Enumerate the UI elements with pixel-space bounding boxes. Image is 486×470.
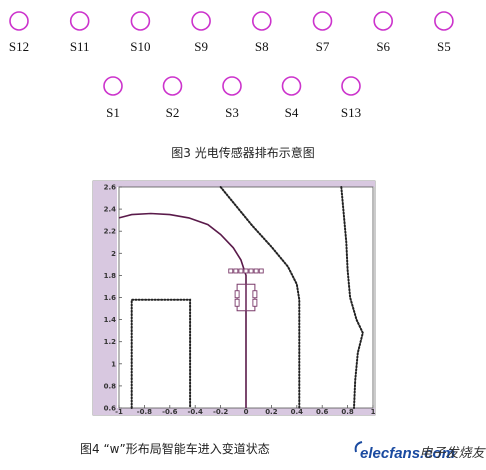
car-marker: [228, 268, 264, 312]
sensor-label: S12: [9, 39, 29, 54]
sensor-label: S6: [376, 39, 390, 54]
car-wheel: [234, 298, 240, 307]
chart-bottom-band: [93, 408, 375, 415]
sensor-marker: [258, 268, 264, 274]
y-axis-ticks: 0.6 0.8 1 1.2 1.4 1.6 1.8 2 2.2 2.4 2.6: [104, 184, 122, 413]
logo-swoosh-icon: [354, 441, 363, 453]
y-tick-label: 0.6: [104, 405, 117, 413]
sensor-label: S7: [316, 39, 330, 54]
chart-series: [118, 186, 364, 409]
sensor-label: S11: [70, 39, 90, 54]
chart-left-band: [93, 181, 117, 415]
x-tick-label: 0.6: [316, 408, 329, 416]
sensor-s9-marker: [191, 11, 211, 31]
trajectory-line: [118, 212, 247, 408]
sensor-s4-marker: [281, 76, 302, 96]
boundary-dotted-line-3: [340, 186, 364, 409]
boundary-dotted-line-1: [130, 298, 192, 409]
sensor-label: S4: [285, 105, 299, 120]
y-tick-label: 2.6: [104, 184, 117, 192]
y-tick-label: 2.4: [104, 206, 117, 214]
watermark-site: elecfans.com: [360, 445, 455, 462]
x-tick-label: 0.2: [265, 408, 278, 416]
sensor-marker: [248, 268, 254, 274]
sensor-s8-marker: [251, 11, 272, 31]
figure3-caption: 图3 光电传感器排布示意图: [171, 145, 314, 160]
sensor-label: S2: [166, 105, 180, 120]
y-tick-label: 2.2: [104, 228, 117, 236]
x-tick-label: 0: [244, 408, 249, 416]
sensor-label: S10: [130, 39, 150, 54]
sensor-s1-marker: [103, 76, 123, 96]
y-tick-label: 1.6: [104, 294, 117, 302]
x-tick-label: 1: [371, 408, 376, 416]
car-wheel: [252, 290, 258, 299]
car-wheel: [252, 298, 258, 307]
x-tick-label: -1: [115, 408, 123, 416]
sensor-label: S5: [437, 39, 451, 54]
x-tick-label: -0.8: [137, 408, 152, 416]
sensor-s7-marker: [312, 11, 333, 31]
sensor-s3-marker: [222, 76, 242, 96]
car-wheel: [234, 290, 240, 299]
sensor-s12-marker: [9, 11, 29, 31]
y-tick-label: 1.8: [104, 272, 117, 280]
watermark-cn: 电子发烧友: [419, 446, 486, 461]
x-tick-label: -0.4: [188, 408, 203, 416]
y-tick-label: 1: [111, 360, 116, 368]
figure4-caption: 图4 “w”形布局智能车进入变道状态: [80, 441, 270, 456]
sensor-s11-marker: [69, 11, 90, 31]
sensor-s5-marker: [434, 11, 454, 31]
y-tick-label: 1.2: [104, 338, 117, 346]
x-tick-label: 0.8: [341, 408, 354, 416]
sensor-marker: [233, 268, 239, 274]
sensor-marker: [238, 268, 244, 274]
y-tick-label: 1.4: [104, 316, 117, 324]
y-tick-label: 0.8: [104, 382, 117, 390]
sensor-s2-marker: [162, 76, 183, 96]
watermark-logo: [354, 441, 363, 453]
sensor-label: S3: [225, 105, 239, 120]
x-tick-label: -0.6: [162, 408, 177, 416]
sensor-marker: [253, 268, 259, 274]
sensor-top-row: S12 S11 S10 S9 S8 S7 S6 S5: [9, 11, 454, 54]
sensor-label: S8: [255, 39, 269, 54]
sensor-label: S1: [106, 105, 120, 120]
x-tick-label: 0.4: [291, 408, 304, 416]
sensor-marker: [228, 268, 234, 274]
sensor-s6-marker: [373, 11, 394, 31]
sensor-s10-marker: [130, 11, 151, 31]
sensor-label: S9: [194, 39, 208, 54]
sensor-bottom-row: S1 S2 S3 S4 S13: [103, 76, 361, 120]
sensor-marker: [243, 268, 249, 274]
sensor-s13-marker: [341, 76, 361, 96]
sensor-label: S13: [341, 105, 361, 120]
y-tick-label: 2: [111, 250, 116, 258]
boundary-dotted-line-2: [219, 186, 301, 409]
x-tick-label: -0.2: [213, 408, 228, 416]
chart-top-band: [93, 181, 375, 187]
